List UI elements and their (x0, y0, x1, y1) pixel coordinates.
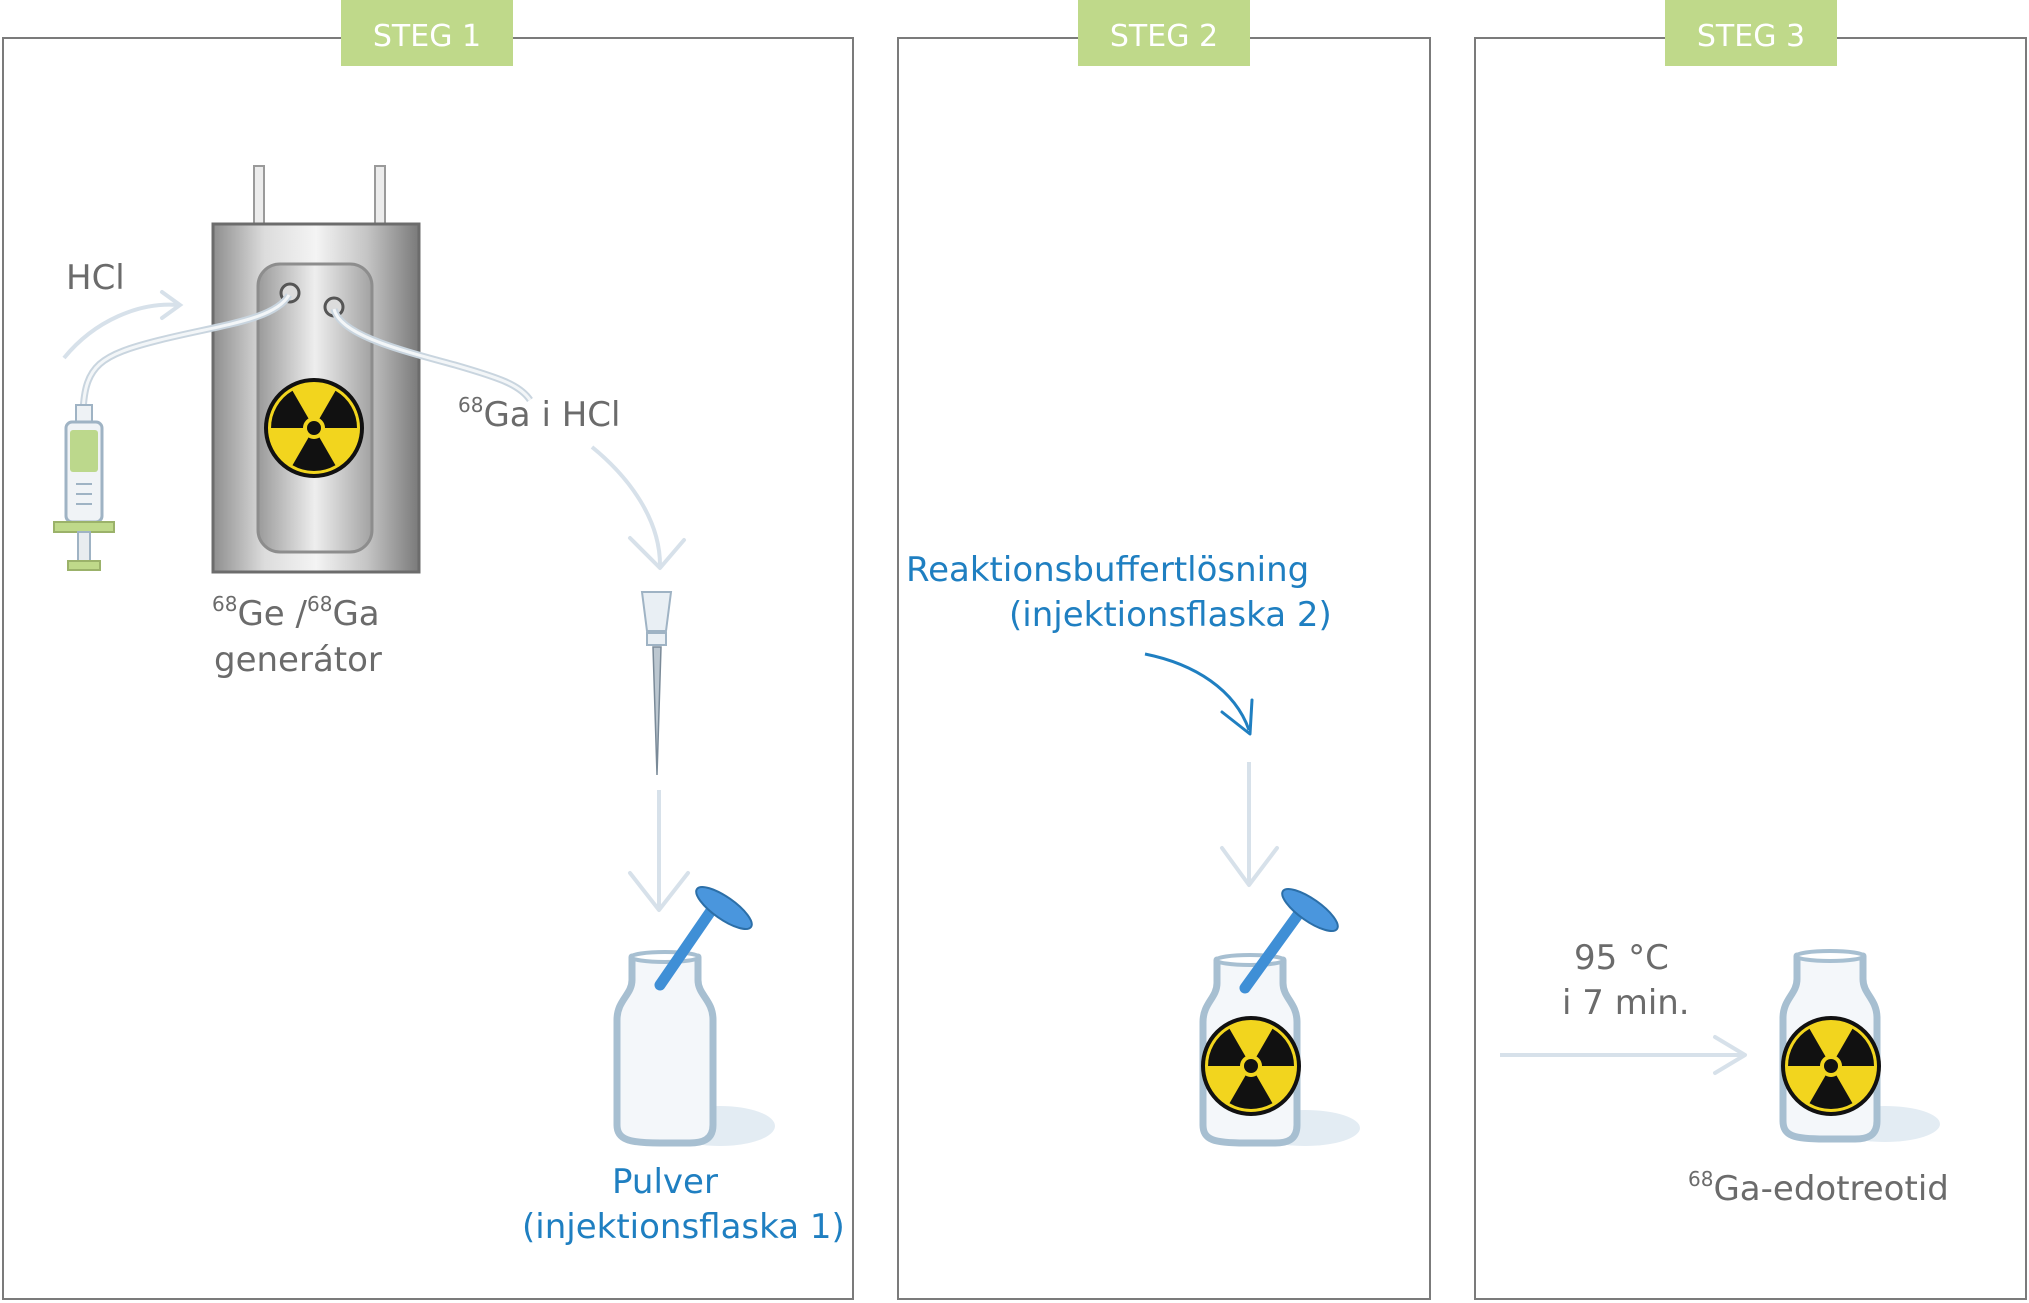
eluate-arrow-icon (590, 445, 686, 570)
step2-tag: STEG 2 (1078, 0, 1250, 66)
generator-label: 68Ge /68Ga (212, 592, 380, 634)
temperature-label: 95 °C (1574, 938, 1669, 978)
hcl-label: HCl (66, 258, 125, 298)
vial1-label-line1: Pulver (612, 1162, 718, 1202)
drip-arrow-icon (628, 790, 690, 912)
heat-arrow-icon (1500, 1035, 1747, 1075)
product-label: 68Ga-edotreotid (1688, 1167, 1949, 1209)
buffer-label-line1: Reaktionsbuffertlösning (906, 550, 1310, 590)
syringe-icon (53, 404, 115, 571)
step3-tag: STEG 3 (1665, 0, 1837, 66)
generator-icon (211, 165, 421, 574)
vial1-label-line2: (injektionsflaska 1) (522, 1207, 845, 1247)
vial-icon (613, 886, 775, 1147)
drip-arrow-icon (1220, 762, 1279, 887)
hcl-arrow-icon (62, 290, 184, 360)
buffer-arrow-icon (1144, 652, 1254, 736)
step2-panel (897, 37, 1431, 1300)
step3-panel (1474, 37, 2027, 1300)
vial-icon (1775, 949, 1940, 1143)
needle-icon (640, 591, 673, 776)
duration-label: i 7 min. (1562, 983, 1690, 1023)
buffer-label-line2: (injektionsflaska 2) (1009, 595, 1332, 635)
eluate-label: 68Ga i HCl (458, 393, 621, 435)
step1-tag: STEG 1 (341, 0, 513, 66)
generator-label-line2: generátor (214, 640, 382, 680)
vial-icon (1195, 888, 1360, 1147)
